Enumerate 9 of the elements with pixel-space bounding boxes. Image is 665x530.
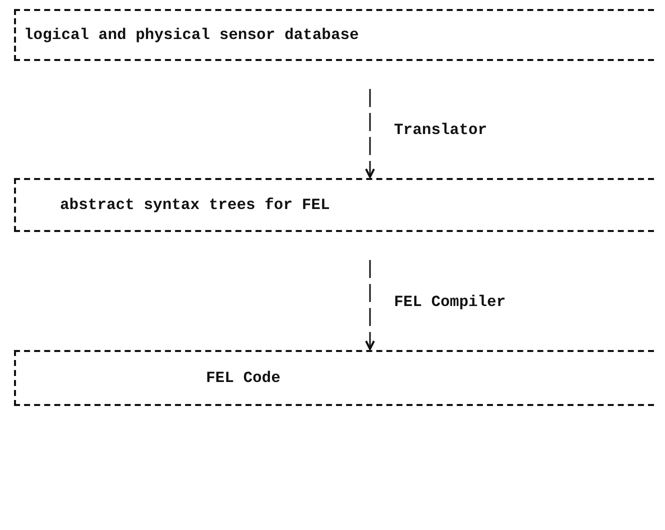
dashed-box: [14, 178, 654, 232]
dashed-box: [14, 350, 654, 406]
box-label: FEL Code: [206, 369, 280, 387]
arrow: [365, 89, 375, 178]
box-label: abstract syntax trees for FEL: [60, 196, 330, 214]
edge-label: FEL Compiler: [394, 292, 506, 310]
box-label: logical and physical sensor database: [24, 26, 359, 44]
arrow: [365, 260, 375, 350]
dashed-box: [14, 9, 654, 61]
